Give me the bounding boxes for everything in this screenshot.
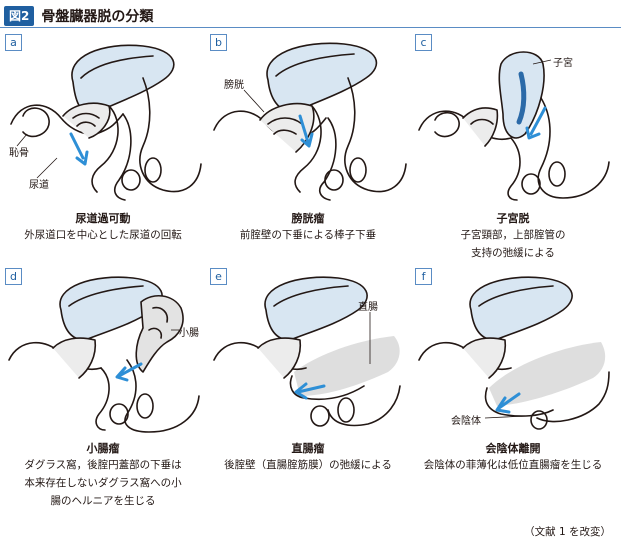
panel-desc-d: ダグラス窩，後腟円蓋部の下垂は 本来存在しないダグラス窩への小 腸のヘルニアを生… bbox=[24, 459, 182, 507]
panel-desc-a: 外尿道口を中心とした尿道の回転 bbox=[24, 229, 182, 241]
panel-label-a: a bbox=[5, 34, 22, 51]
panel-desc-b: 前腟壁の下垂による棒子下垂 bbox=[239, 229, 377, 241]
label-uterus: 子宮 bbox=[553, 58, 573, 69]
figure-title: 骨盤臓器脱の分類 bbox=[41, 9, 154, 25]
label-bladder: 膀胱 bbox=[224, 80, 244, 91]
panel-b: b 膀胱 膀胱瘤 前腟壁の下垂による棒子下垂 bbox=[208, 34, 408, 274]
figure-header: 図2 骨盤臓器脱の分類 bbox=[4, 5, 153, 27]
panel-a: a 恥骨 尿道 尿道過可動 外尿道口を中心とした尿道の回転 bbox=[3, 34, 203, 274]
panel-label-c: c bbox=[415, 34, 432, 51]
label-perineal-body: 会陰体 bbox=[451, 416, 481, 427]
panel-title-f: 会陰体離開 bbox=[485, 442, 541, 455]
panel-desc-f: 会陰体の菲薄化は低位直腸瘤を生じる bbox=[423, 459, 603, 471]
anatomy-diagram-d bbox=[8, 276, 200, 433]
header-rule bbox=[0, 27, 621, 28]
panel-desc-c: 子宮頸部，上部腟管の 支持の弛緩による bbox=[460, 229, 566, 259]
anatomy-diagram-f bbox=[418, 276, 610, 430]
panel-c: c 子宮 子宮脱 子宮頸部，上部腟管の 支持の弛緩による bbox=[413, 34, 613, 274]
panel-f: f 会陰体 会陰体離開 会陰体の菲薄化は低位直腸瘤を生じる bbox=[413, 268, 613, 508]
anatomy-diagram-a bbox=[10, 44, 202, 201]
panel-title-c: 子宮脱 bbox=[496, 212, 530, 225]
label-rectum: 直腸 bbox=[358, 302, 378, 313]
panel-label-d: d bbox=[5, 268, 22, 285]
anatomy-diagram-c bbox=[418, 51, 610, 201]
label-small-intestine: 小腸 bbox=[179, 328, 199, 339]
figure-number-badge: 図2 bbox=[4, 6, 35, 26]
panel-label-e: e bbox=[210, 268, 227, 285]
label-pubis: 恥骨 bbox=[9, 148, 29, 159]
panel-title-a: 尿道過可動 bbox=[75, 212, 131, 225]
panel-title-d: 小腸瘤 bbox=[86, 442, 120, 455]
label-urethra: 尿道 bbox=[29, 180, 49, 191]
source-credit: （文献 1 を改変） bbox=[524, 526, 611, 538]
panel-e: e 直腸 直腸瘤 後腟壁（直腸腟筋膜）の弛緩による bbox=[208, 268, 408, 508]
panel-title-e: 直腸瘤 bbox=[291, 442, 325, 455]
anatomy-diagram-e bbox=[213, 276, 401, 427]
panel-desc-e: 後腟壁（直腸腟筋膜）の弛緩による bbox=[224, 459, 392, 471]
panel-label-b: b bbox=[210, 34, 227, 51]
panel-title-b: 膀胱瘤 bbox=[291, 212, 325, 225]
anatomy-diagram-b bbox=[213, 42, 407, 201]
panel-d: d 小腸 小腸瘤 ダグラス窩，後腟円蓋部の下垂は 本来存在しないダグラス窩への小… bbox=[3, 268, 203, 508]
panel-label-f: f bbox=[415, 268, 432, 285]
